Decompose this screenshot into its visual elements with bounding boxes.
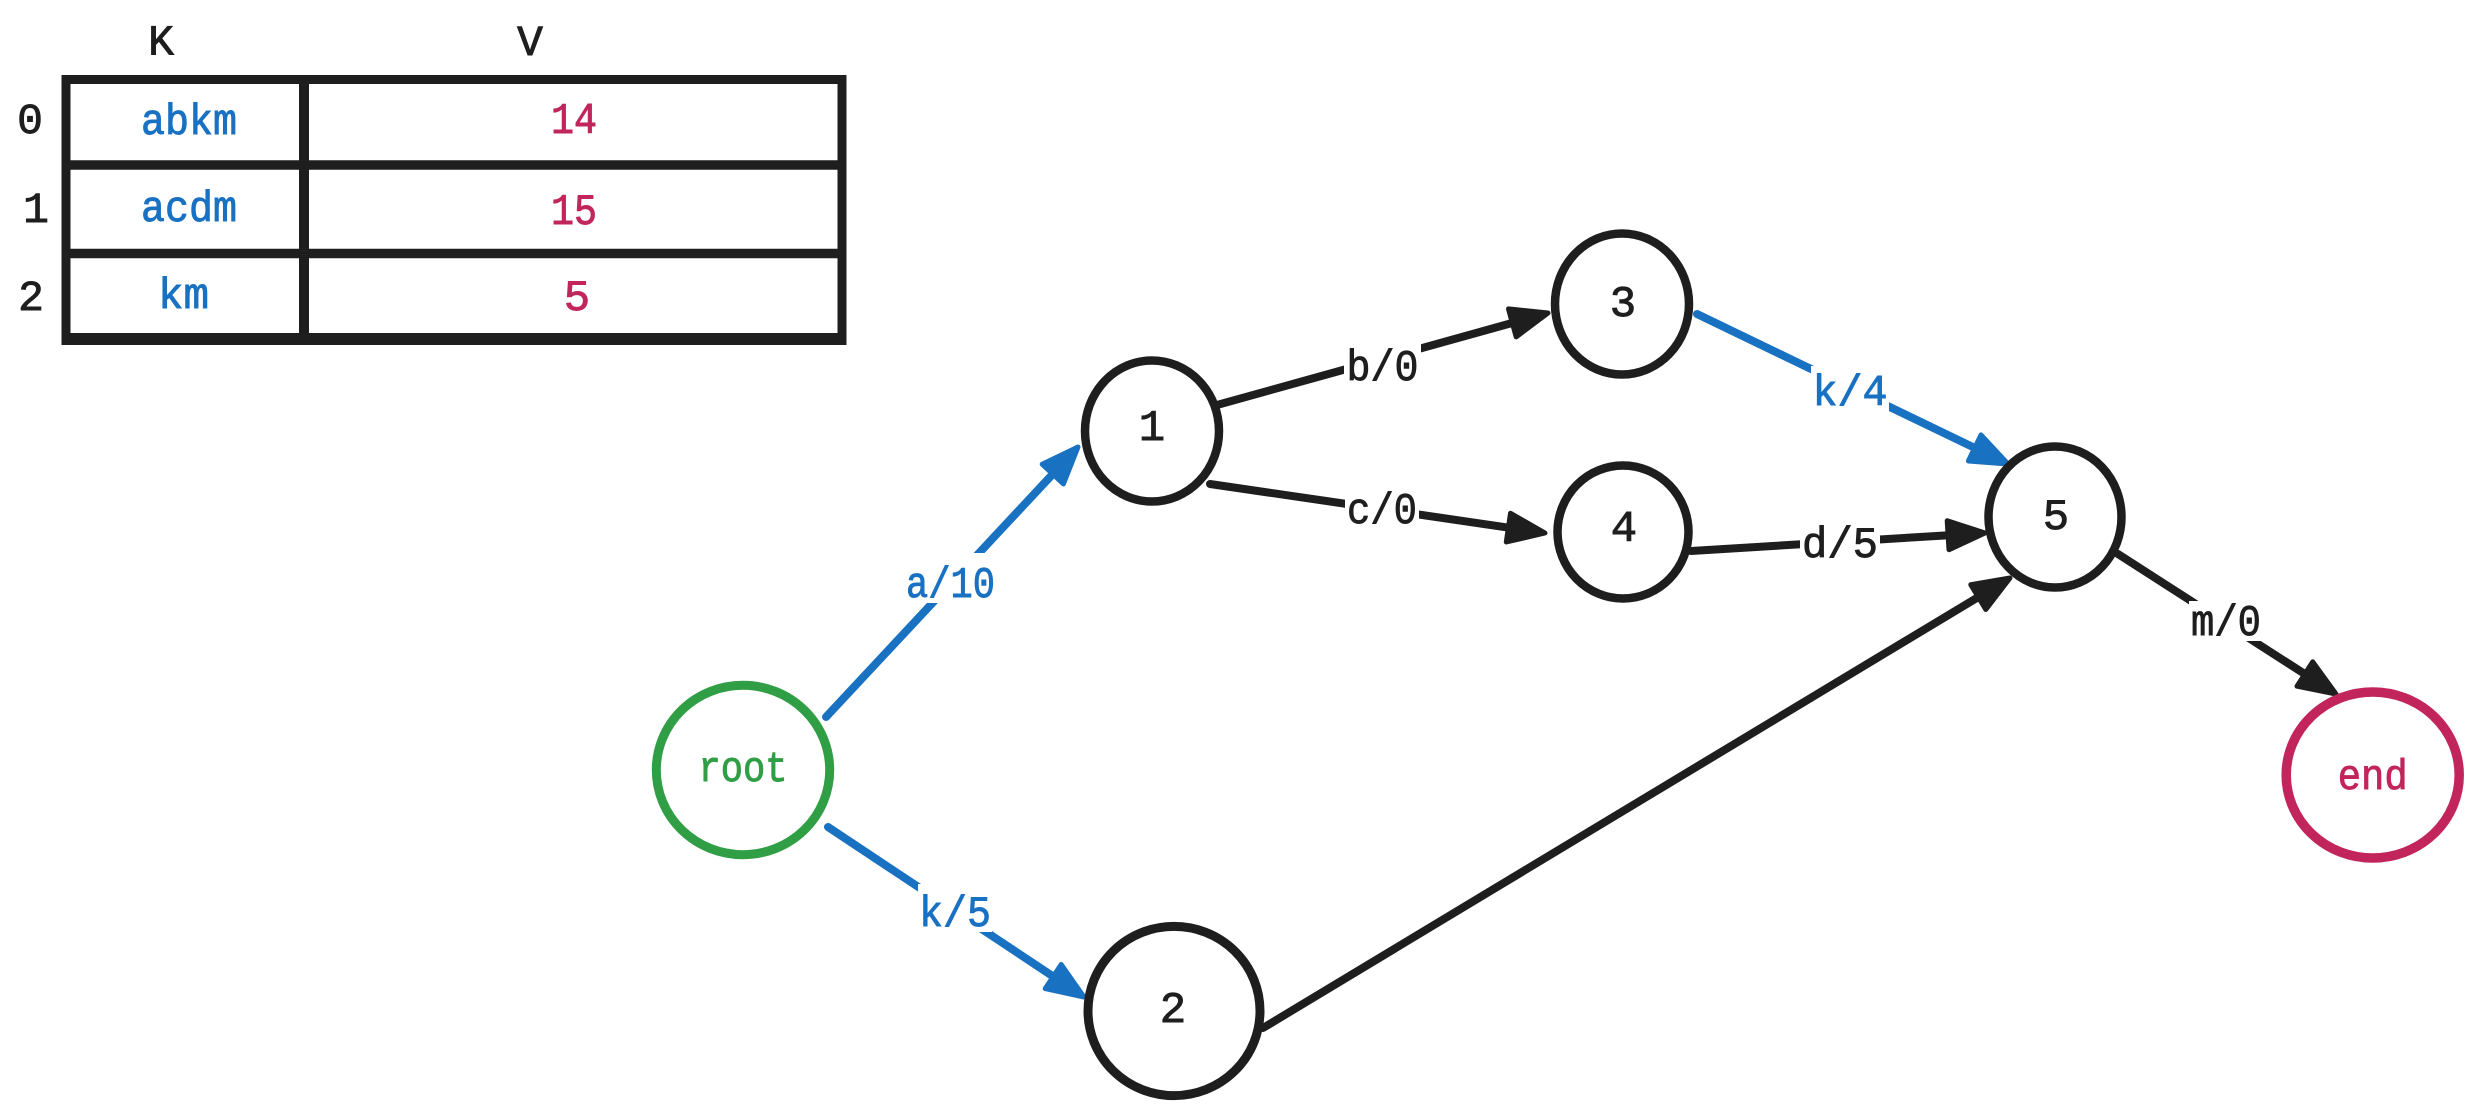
svg-text:d/5: d/5	[1802, 521, 1878, 571]
svg-text:end: end	[2338, 753, 2408, 802]
svg-text:a/10: a/10	[906, 561, 995, 611]
svg-text:km: km	[158, 272, 209, 322]
svg-text:b/0: b/0	[1347, 344, 1419, 394]
svg-text:1: 1	[1139, 404, 1165, 454]
svg-text:14: 14	[551, 97, 597, 147]
svg-text:1: 1	[23, 186, 49, 235]
svg-text:3: 3	[1610, 280, 1636, 330]
svg-text:15: 15	[551, 188, 597, 238]
svg-text:k/4: k/4	[1813, 369, 1888, 419]
svg-text:2: 2	[18, 274, 44, 323]
svg-text:5: 5	[2043, 493, 2069, 543]
svg-text:acdm: acdm	[141, 185, 237, 235]
svg-text:K: K	[148, 19, 174, 68]
svg-text:5: 5	[564, 274, 590, 324]
svg-text:2: 2	[1160, 986, 1186, 1036]
svg-text:root: root	[699, 745, 788, 794]
svg-text:m/0: m/0	[2191, 599, 2261, 649]
svg-text:4: 4	[1611, 505, 1637, 555]
svg-text:c/0: c/0	[1347, 487, 1417, 537]
svg-text:V: V	[517, 19, 543, 68]
svg-text:k/5: k/5	[919, 890, 991, 940]
svg-text:0: 0	[17, 97, 43, 146]
svg-text:abkm: abkm	[141, 98, 237, 148]
